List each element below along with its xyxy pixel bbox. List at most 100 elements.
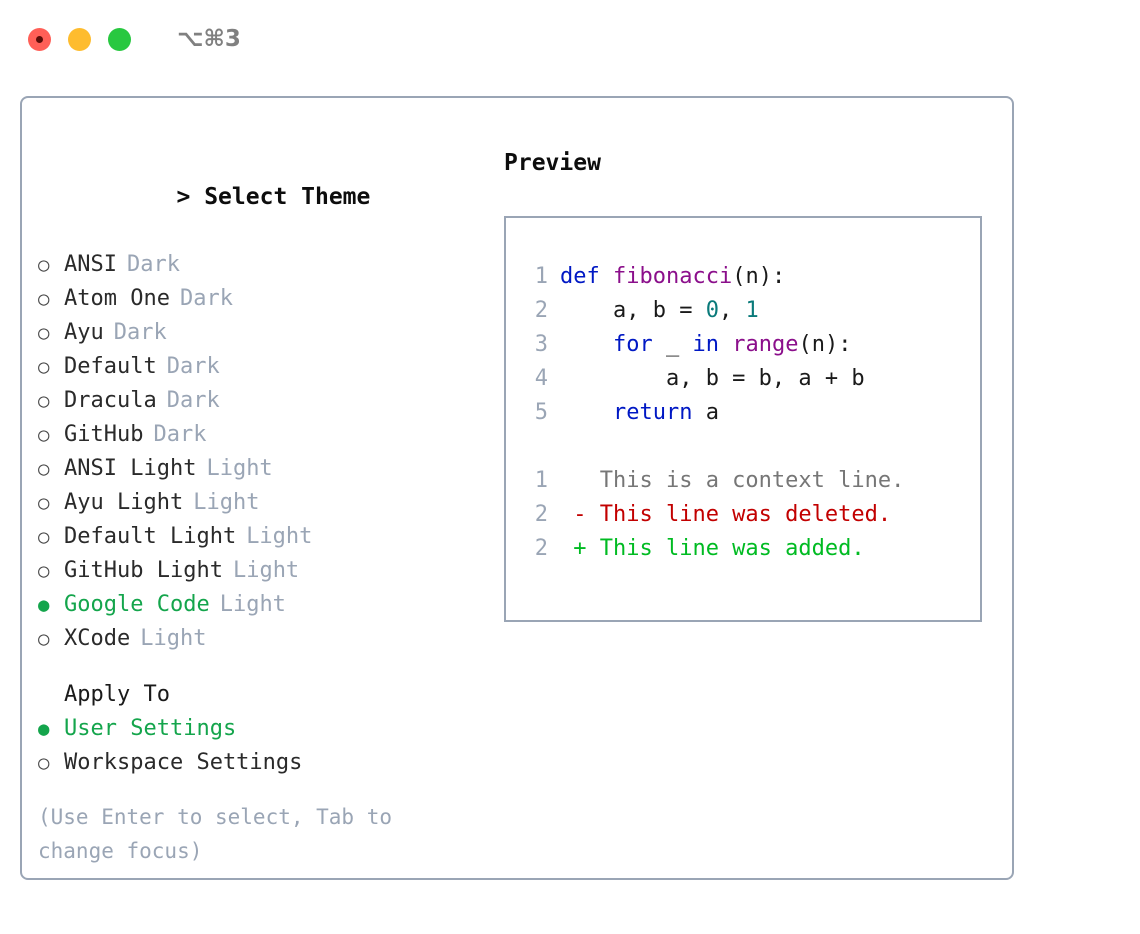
radio-unselected-icon: ○ [38,254,50,276]
theme-option-label: Atom One [64,286,170,311]
token-num: 1 [745,298,759,323]
code-line: 2 a, b = 0, 1 [520,294,980,328]
token-pun [560,332,613,357]
diff-line-number: 2 [534,502,548,527]
apply-to-heading: Apply To [64,682,170,707]
close-button[interactable] [28,27,51,51]
diff-sample: 1 This is a context line.2 - This line w… [520,464,980,566]
apply-to-option-user-settings[interactable]: ●User Settings [38,712,488,746]
theme-option-default-light[interactable]: ○ Default Light Light [38,520,488,554]
theme-option-label: Google Code [64,592,210,617]
apply-to-option-workspace-settings[interactable]: ○ Workspace Settings [38,746,488,780]
code-line-number: 2 [534,298,548,323]
caret-prompt-icon: > [176,184,191,210]
token-kw: in [692,332,719,357]
theme-option-label: ANSI Light [64,456,197,481]
diff-line: 2 - This line was deleted. [520,498,980,532]
code-line: 1 def fibonacci(n): [520,260,980,294]
code-line-text: def fibonacci(n): [560,260,785,294]
diff-line-number: 1 [534,468,548,493]
theme-option-ansi[interactable]: ○ ANSI Dark [38,248,488,282]
radio-unselected-icon: ○ [38,322,50,344]
radio-selected-icon: ● [38,718,50,740]
code-line-text: a, b = b, a + b [560,362,865,396]
minimize-button[interactable] [68,27,91,51]
theme-option-label: Default [64,354,157,379]
theme-option-label: XCode [64,626,131,651]
theme-option-kind-tag: Dark [166,354,220,379]
theme-option-default[interactable]: ○ Default Dark [38,350,488,384]
code-line-number: 4 [534,366,548,391]
token-pun: (n): [732,264,786,289]
token-pun [719,332,732,357]
theme-option-label: ANSI [64,252,117,277]
radio-unselected-icon: ○ [38,288,50,310]
theme-option-kind-tag: Dark [153,422,207,447]
token-pun: , [718,298,746,323]
diff-line: 2 + This line was added. [520,532,980,566]
radio-unselected-icon: ○ [38,356,50,378]
theme-option-kind-tag: Dark [113,320,167,345]
theme-option-label: Ayu Light [64,490,184,515]
theme-option-ayu-light[interactable]: ○ Ayu Light Light [38,486,488,520]
theme-option-label: Default Light [64,524,237,549]
code-line-text: for _ in range(n): [560,328,851,362]
titlebar: ⌥⌘3 [0,0,1140,78]
theme-option-dracula[interactable]: ○ Dracula Dark [38,384,488,418]
radio-unselected-icon: ○ [38,458,50,480]
theme-option-kind-tag: Dark [166,388,220,413]
select-theme-heading: > Select Theme [38,146,488,248]
token-pun: a [692,400,719,425]
maximize-button[interactable] [108,27,131,51]
diff-line-number: 2 [534,536,548,561]
code-line-text: a, b = 0, 1 [560,294,759,328]
theme-option-kind-tag: Light [246,524,313,549]
radio-selected-icon: ● [38,594,50,616]
apply-to-option-label: Workspace Settings [64,750,303,775]
code-line-number: 1 [534,264,548,289]
apply-to-option-list[interactable]: ●User Settings ○ Workspace Settings [38,712,488,780]
select-theme-title: Select Theme [204,184,371,210]
token-fn: fibonacci [612,264,733,289]
code-line-number: 5 [534,400,548,425]
theme-option-ansi-light[interactable]: ○ ANSI Light Light [38,452,488,486]
token-pun [560,400,613,425]
theme-option-kind-tag: Light [206,456,273,481]
token-pun: a, b = [560,298,706,323]
keyboard-hint-text: (Use Enter to select, Tab to change focu… [38,805,393,863]
radio-unselected-icon: ○ [38,390,50,412]
token-pun: a, b = b, a + b [560,366,865,391]
token-kw: return [612,400,693,425]
theme-option-ayu[interactable]: ○ Ayu Dark [38,316,488,350]
theme-option-kind-tag: Light [219,592,286,617]
code-line: 4 a, b = b, a + b [520,362,980,396]
theme-option-label: Ayu [64,320,104,345]
code-diff-separator [520,430,980,464]
theme-option-kind-tag: Light [232,558,300,583]
keyboard-shortcut-label: ⌥⌘3 [177,26,241,52]
code-line-text: return a [560,396,719,430]
token-num: 0 [705,298,719,323]
theme-option-google-code[interactable]: ● Google Code Light [38,588,488,622]
radio-unselected-icon: ○ [38,752,50,774]
diff-line: 1 This is a context line. [520,464,980,498]
token-kw: for [612,332,653,357]
window-controls [28,27,131,51]
code-line-number: 3 [534,332,548,357]
theme-option-label: Dracula [64,388,157,413]
radio-unselected-icon: ○ [38,526,50,548]
theme-option-kind-tag: Light [193,490,260,515]
radio-unselected-icon: ○ [38,492,50,514]
radio-unselected-icon: ○ [38,560,50,582]
theme-option-kind-tag: Dark [126,252,180,277]
diff-line-text-del: - This line was deleted. [560,502,892,527]
